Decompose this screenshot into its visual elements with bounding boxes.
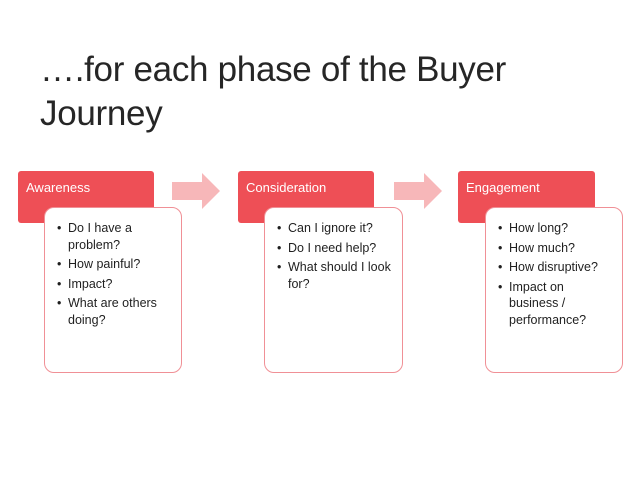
question-list: •Do I have a problem? •How painful? •Imp… [57,220,173,328]
bullet-icon: • [57,296,62,310]
phase-box-engagement: •How long? •How much? •How disruptive? •… [485,207,623,373]
bullet-icon: • [277,221,282,235]
list-item: •Do I have a problem? [57,221,132,252]
list-item: •How much? [498,240,575,255]
phase-label: Engagement [466,180,540,195]
list-item: •Do I need help? [277,240,377,255]
list-item: •How painful? [57,257,141,271]
arrow-shape [172,173,220,209]
phase-label: Consideration [246,180,327,195]
phase-box-consideration: •Can I ignore it? •Do I need help? •What… [264,207,403,373]
bullet-icon: • [57,276,62,291]
list-item: •Impact on business / performance? [498,279,587,327]
list-item: •How disruptive? [498,260,598,274]
bullet-icon: • [57,257,62,271]
list-item: •Can I ignore it? [277,221,373,235]
list-item: •Impact? [57,276,113,291]
list-item: •How long? [498,221,569,235]
question-list: •How long? •How much? •How disruptive? •… [498,220,614,328]
bullet-icon: • [498,221,503,235]
bullet-icon: • [498,279,503,294]
bullet-icon: • [57,221,62,235]
question-list: •Can I ignore it? •Do I need help? •What… [277,220,394,292]
arrow-shape [394,173,442,209]
bullet-icon: • [498,260,503,274]
list-item: •What should I look for? [277,260,391,291]
right-arrow-icon [394,173,442,209]
right-arrow-icon [172,173,220,209]
phase-label: Awareness [26,180,91,195]
slide-title: ….for each phase of the Buyer Journey [40,50,507,133]
phase-box-awareness: •Do I have a problem? •How painful? •Imp… [44,207,182,373]
bullet-icon: • [277,260,282,274]
bullet-icon: • [277,240,282,255]
list-item: •What are others doing? [57,296,157,327]
bullet-icon: • [498,240,503,255]
